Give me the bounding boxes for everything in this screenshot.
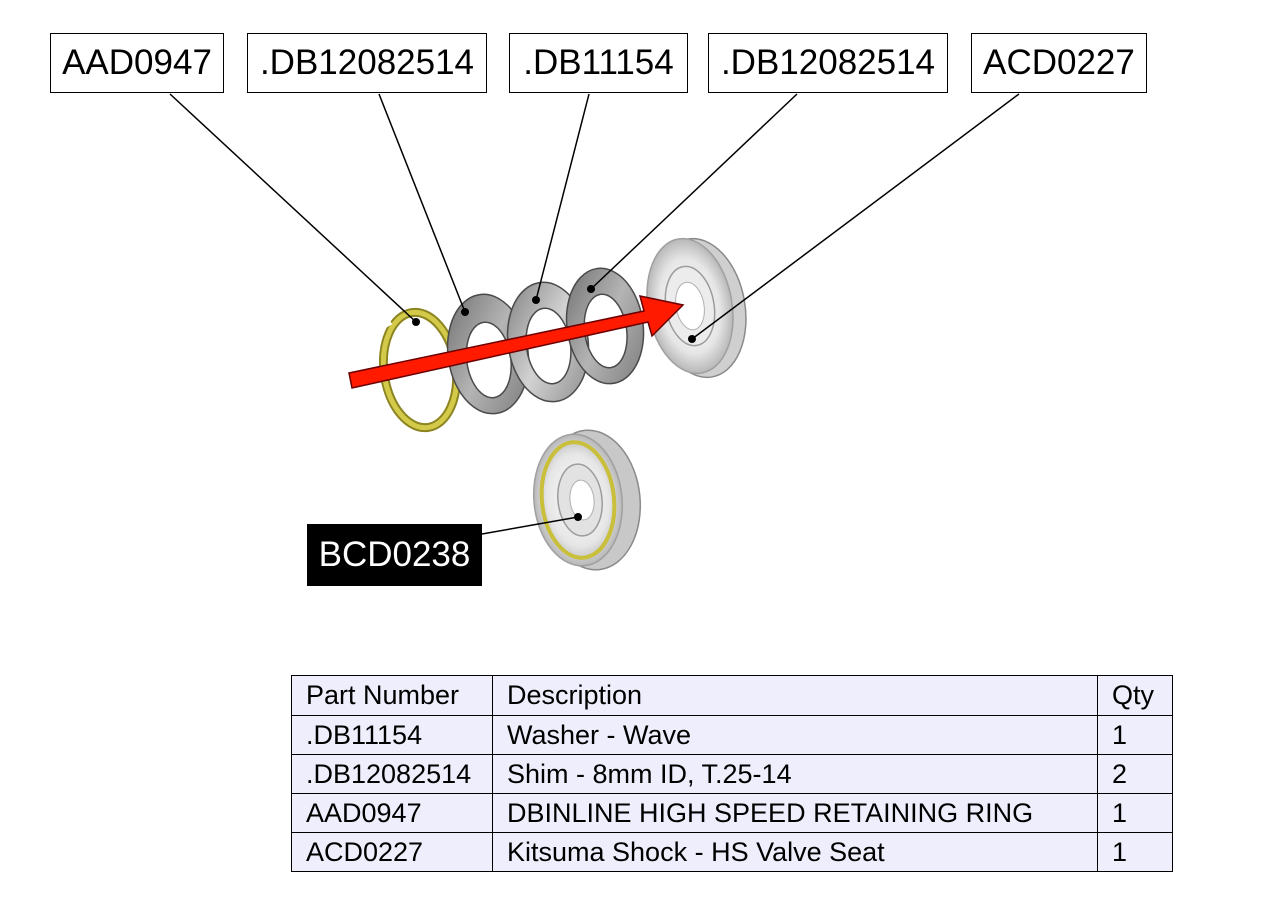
- cell-part-number: .DB11154: [291, 715, 493, 755]
- cell-description: Kitsuma Shock - HS Valve Seat: [492, 832, 1098, 872]
- flow-direction-arrow: [348, 295, 685, 389]
- leader-line-acd0227: [691, 93, 1020, 340]
- header-description: Description: [492, 675, 1098, 716]
- leader-line-db11154: [535, 93, 590, 301]
- callout-db12082514-b: .DB12082514: [708, 33, 948, 93]
- table-row: AAD0947 DBINLINE HIGH SPEED RETAINING RI…: [291, 793, 1173, 833]
- cell-qty: 1: [1097, 793, 1173, 833]
- leader-line-bcd0238: [481, 516, 579, 535]
- callout-db12082514-a: .DB12082514: [247, 33, 487, 93]
- header-qty: Qty: [1097, 675, 1173, 716]
- callout-acd0227: ACD0227: [971, 33, 1147, 93]
- callout-aad0947: AAD0947: [50, 33, 224, 93]
- header-part-number: Part Number: [291, 675, 493, 716]
- cell-qty: 1: [1097, 832, 1173, 872]
- callout-bcd0238: BCD0238: [307, 524, 482, 586]
- table-header-row: Part Number Description Qty: [291, 675, 1173, 716]
- callout-db11154: .DB11154: [509, 33, 688, 93]
- cell-description: Shim - 8mm ID, T.25-14: [492, 754, 1098, 794]
- cell-qty: 2: [1097, 754, 1173, 794]
- bill-of-materials-table: Part Number Description Qty .DB11154 Was…: [291, 675, 1173, 872]
- leader-lines: [169, 93, 1020, 535]
- assembled-valve-part: [532, 429, 642, 571]
- cell-part-number: AAD0947: [291, 793, 493, 833]
- cell-part-number: .DB12082514: [291, 754, 493, 794]
- valve-seat-part: [646, 237, 747, 379]
- cell-qty: 1: [1097, 715, 1173, 755]
- leader-line-aad0947: [169, 93, 417, 323]
- leader-line-db12082514-a: [378, 93, 466, 313]
- table-row: ACD0227 Kitsuma Shock - HS Valve Seat 1: [291, 832, 1173, 872]
- cell-description: DBINLINE HIGH SPEED RETAINING RING: [492, 793, 1098, 833]
- cell-description: Washer - Wave: [492, 715, 1098, 755]
- table-row: .DB11154 Washer - Wave 1: [291, 715, 1173, 755]
- table-row: .DB12082514 Shim - 8mm ID, T.25-14 2: [291, 754, 1173, 794]
- shim-part-2: [565, 267, 645, 385]
- leader-dots: [412, 285, 696, 521]
- cell-part-number: ACD0227: [291, 832, 493, 872]
- leader-line-db12082514-b: [590, 93, 798, 290]
